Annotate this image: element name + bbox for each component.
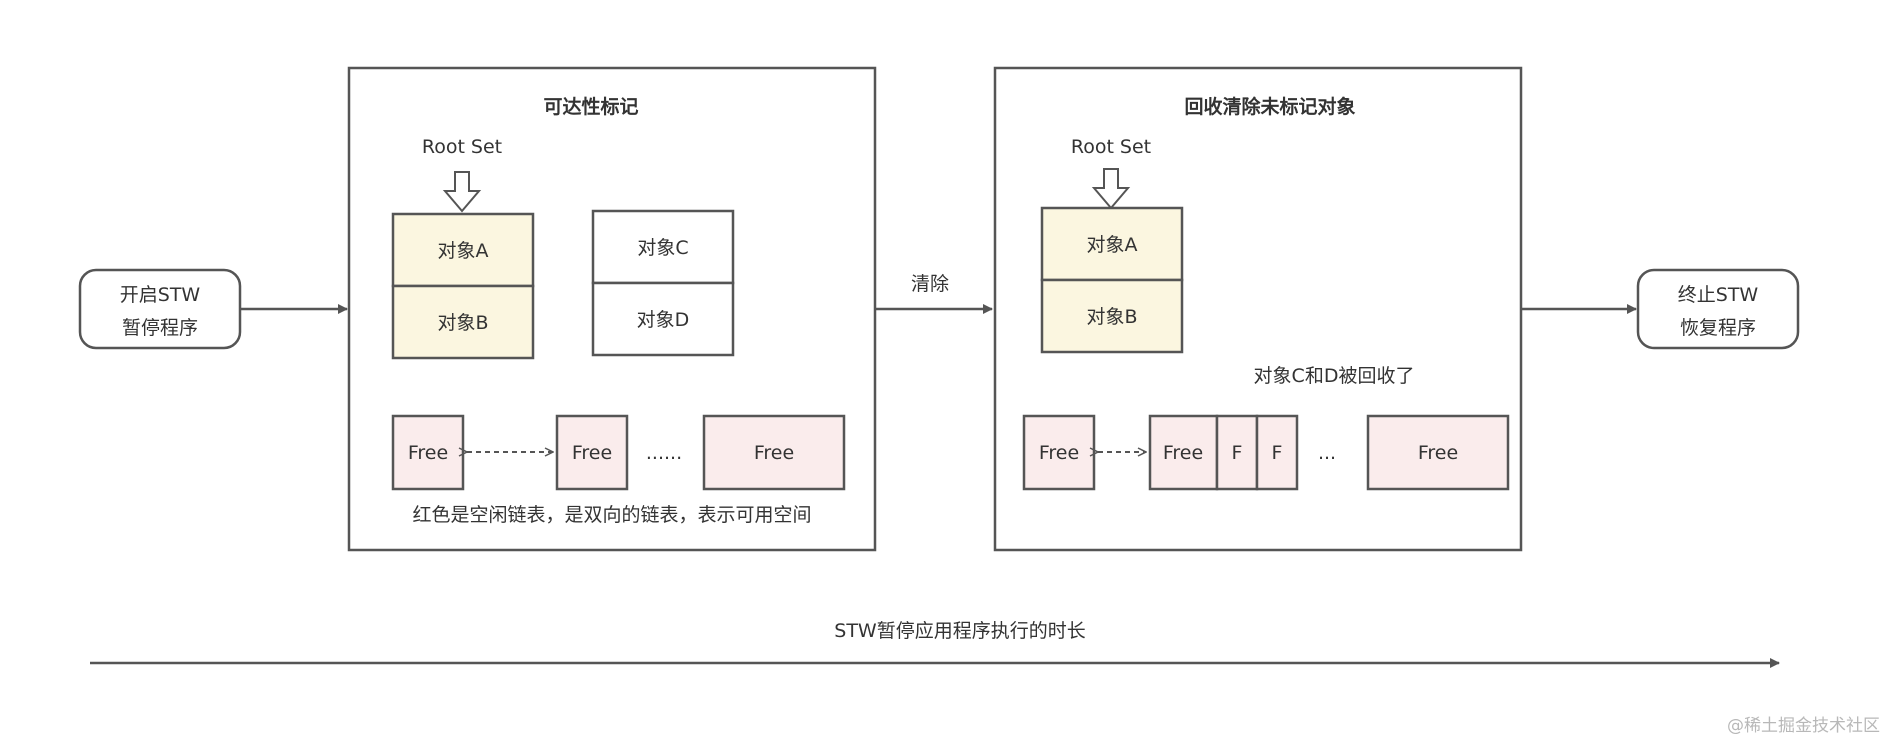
- mark-object-a-label: 对象A: [438, 240, 489, 262]
- mark-free-label-2: Free: [572, 442, 612, 464]
- sweep-object-a-box: [1040, 206, 1184, 282]
- sweep-free-block-2: [1148, 414, 1219, 491]
- start-node-line1: 开启STW: [120, 284, 201, 306]
- sweep-panel-title: 回收清除未标记对象: [1184, 95, 1355, 118]
- mark-dots: ......: [646, 442, 682, 464]
- mark-caption: 红色是空闲链表，是双向的链表，表示可用空间: [412, 504, 811, 526]
- mark-root-set-label: Root Set: [422, 136, 502, 158]
- sweep-f-block-2: [1255, 414, 1299, 491]
- end-stw-node: 终止STW 恢复程序: [1636, 268, 1800, 350]
- start-stw-node: 开启STW 暂停程序: [78, 268, 242, 350]
- mark-panel: 可达性标记 Root Set 对象A 对象B 对象C 对象D Free Free…: [347, 66, 877, 552]
- start-node-line2: 暂停程序: [122, 317, 198, 339]
- timeline-label: STW暂停应用程序执行的时长: [834, 620, 1085, 642]
- mark-object-c-box: [591, 209, 735, 285]
- mark-object-c-label: 对象C: [637, 237, 688, 259]
- sweep-object-a-label: 对象A: [1087, 234, 1138, 256]
- sweep-object-b-label: 对象B: [1086, 306, 1137, 328]
- sweep-free-label-2: Free: [1163, 442, 1203, 464]
- watermark: @稀土掘金技术社区: [1727, 716, 1880, 736]
- sweep-dots: ...: [1318, 442, 1336, 464]
- mark-object-b-label: 对象B: [437, 312, 488, 334]
- sweep-free-block-3: [1366, 414, 1510, 491]
- mark-object-d-box: [591, 281, 735, 357]
- mark-free-block-3: [702, 414, 846, 491]
- sweep-free-label-1: Free: [1039, 442, 1079, 464]
- mark-free-label-3: Free: [754, 442, 794, 464]
- sweep-free-block-1: [1022, 414, 1096, 491]
- sweep-root-arrow-icon: [1091, 168, 1131, 210]
- mark-panel-title: 可达性标记: [543, 95, 638, 118]
- sweep-f-block-1: [1215, 414, 1259, 491]
- mark-free-block-2: [555, 414, 629, 491]
- sweep-free-label-3: Free: [1418, 442, 1458, 464]
- sweep-panel: 回收清除未标记对象 Root Set 对象A 对象B 对象C和D被回收了 Fre…: [993, 66, 1523, 552]
- mark-object-d-label: 对象D: [637, 309, 690, 331]
- sweep-edge-label: 清除: [911, 273, 949, 295]
- mark-root-arrow-icon: [442, 171, 482, 213]
- mark-object-b-box: [391, 284, 535, 360]
- sweep-reclaimed-note: 对象C和D被回收了: [1254, 365, 1415, 387]
- mark-free-label-1: Free: [408, 442, 448, 464]
- sweep-f-label-2: F: [1272, 442, 1283, 464]
- end-node-line1: 终止STW: [1678, 284, 1759, 306]
- sweep-object-b-box: [1040, 278, 1184, 354]
- end-node-line2: 恢复程序: [1680, 317, 1756, 339]
- sweep-f-label-1: F: [1232, 442, 1243, 464]
- sweep-root-set-label: Root Set: [1071, 136, 1151, 158]
